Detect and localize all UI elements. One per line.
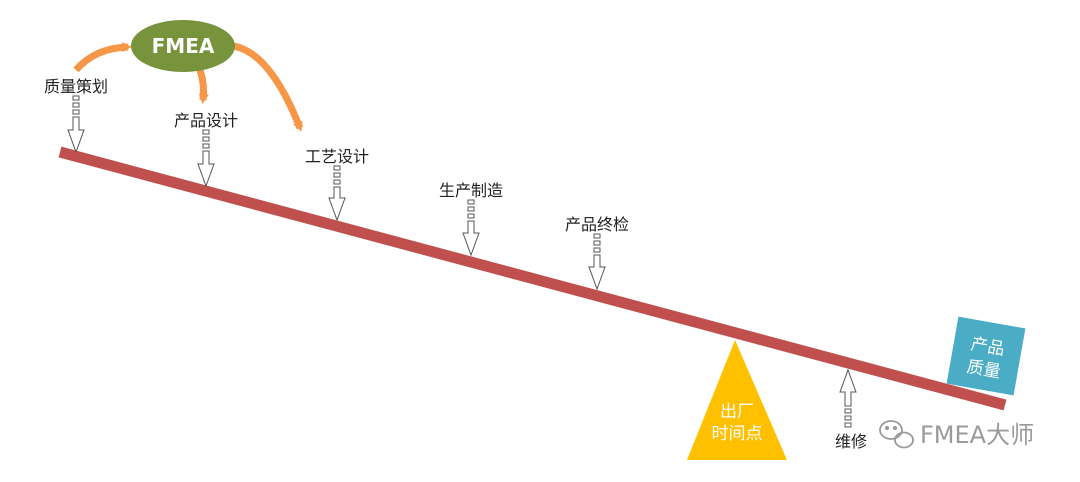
fmea-label: FMEA (152, 34, 215, 58)
stage-label-product-design: 产品设计 (174, 111, 238, 130)
fulcrum-label-line1: 出厂 (720, 402, 754, 422)
stage-label-quality-planning: 质量策划 (44, 77, 108, 96)
stage-label-final-inspection: 产品终检 (565, 215, 629, 234)
down-arrow-process-design (328, 165, 346, 222)
stage-label-process-design: 工艺设计 (305, 147, 369, 166)
down-arrow-final-inspection (588, 233, 606, 291)
down-arrow-quality-planning (67, 95, 85, 154)
down-arrow-manufacturing (462, 199, 480, 257)
seesaw-beam (58, 146, 1007, 411)
fulcrum-triangle (687, 340, 787, 460)
arrow-to-process-design (232, 42, 304, 132)
arrow-to-quality-planning (73, 42, 132, 73)
product-quality-box: 产品 质量 (946, 316, 1026, 396)
down-arrow-product-design (197, 129, 215, 188)
up-arrow-maintenance (839, 368, 857, 428)
maintenance-label: 维修 (835, 432, 867, 451)
fmea-influence-arrows (73, 42, 304, 132)
arrow-to-product-design (196, 68, 209, 104)
fulcrum-label-line2: 时间点 (712, 424, 763, 444)
stage-label-manufacturing: 生产制造 (439, 181, 503, 200)
wechat-icon (879, 420, 914, 449)
watermark-text: FMEA大师 (920, 421, 1034, 449)
fmea-ellipse (131, 20, 235, 72)
